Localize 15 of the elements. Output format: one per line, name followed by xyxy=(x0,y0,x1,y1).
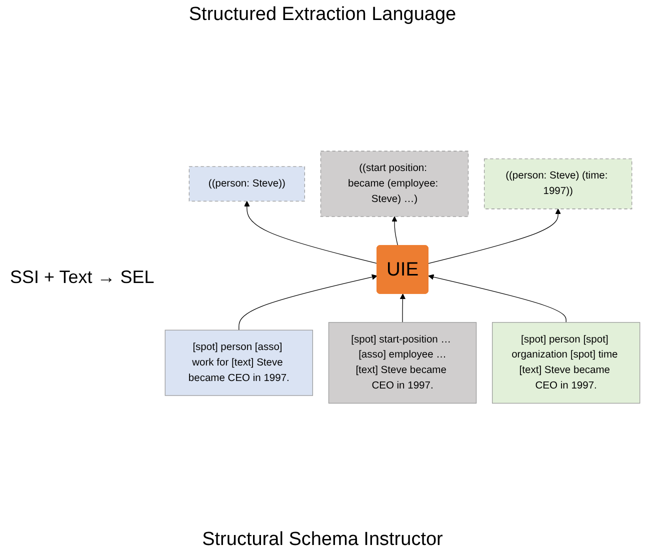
arrow xyxy=(244,201,378,264)
node-box: ((person: Steve) (time: 1997)) xyxy=(484,158,632,210)
arrow xyxy=(428,274,566,324)
arrow xyxy=(400,294,406,324)
node-box: [spot] person [spot] organization [spot] time [text] Steve became CEO in 1997. xyxy=(492,322,640,404)
node-box: [spot] person [asso] work for [text] Steve became CEO in 1997. xyxy=(164,330,313,396)
node-box: [spot] start-position … [asso] employee …[text] Steve became CEO in 1997. xyxy=(328,322,477,404)
arrow xyxy=(428,208,561,264)
formula-note: SSI + Text → SEL xyxy=(9,267,156,288)
arrow xyxy=(238,274,378,331)
arrow xyxy=(392,216,398,246)
diagram-title: Structured Extraction Language xyxy=(188,4,456,26)
node-box: ((person: Steve)) xyxy=(188,166,305,202)
node-box: ((start position: became (employee: Steve) …) xyxy=(320,151,469,218)
diagram-caption: Structural Schema Instructor xyxy=(202,529,443,551)
